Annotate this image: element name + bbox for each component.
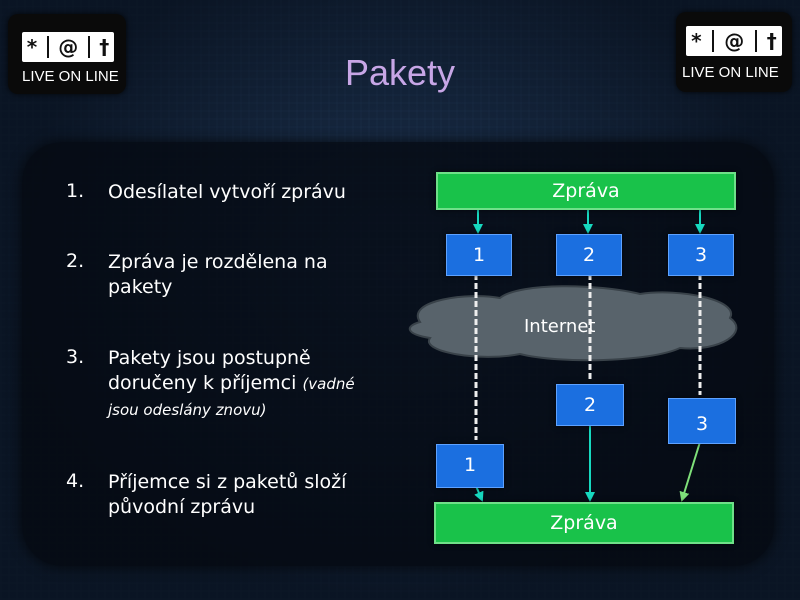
packet-bottom-3: 3 bbox=[668, 398, 736, 444]
arrow-bottom-3 bbox=[679, 441, 701, 502]
asterisk-icon: * bbox=[26, 35, 38, 59]
step-note: (vadné jsou odeslány znovu) bbox=[108, 375, 355, 419]
step-text: Zpráva je rozdělena na pakety bbox=[108, 251, 328, 298]
separator bbox=[46, 36, 49, 58]
logo-left-icons: * @ † bbox=[22, 32, 114, 62]
step-number: 3. bbox=[66, 346, 85, 368]
separator bbox=[754, 30, 757, 52]
packet-bottom-1: 1 bbox=[436, 444, 504, 488]
at-icon: @ bbox=[58, 35, 79, 59]
at-icon: @ bbox=[724, 29, 745, 53]
step-number: 1. bbox=[66, 180, 85, 202]
logo-right-text: LIVE ON LINE bbox=[682, 64, 779, 81]
internet-label: Internet bbox=[524, 316, 596, 337]
top-message-bar: Zpráva bbox=[436, 172, 736, 210]
packet-bottom-2: 2 bbox=[556, 384, 624, 426]
step-text-wrap: Pakety jsou postupně doručeny k příjemci… bbox=[108, 346, 378, 423]
logo-left-text: LIVE ON LINE bbox=[22, 68, 119, 85]
step-text: Pakety jsou postupně doručeny k příjemci bbox=[108, 347, 311, 394]
logo-left: * @ † LIVE ON LINE bbox=[8, 14, 126, 94]
cross-icon: † bbox=[99, 35, 110, 59]
step-number: 2. bbox=[66, 250, 85, 272]
internet-cloud bbox=[408, 285, 738, 362]
page-title: Pakety bbox=[345, 52, 456, 93]
separator bbox=[87, 36, 90, 58]
step-text: Odesílatel vytvoří zprávu bbox=[108, 181, 346, 203]
arrow-bottom-1 bbox=[474, 485, 484, 502]
step-number: 4. bbox=[66, 470, 85, 492]
logo-right: * @ † LIVE ON LINE bbox=[676, 12, 792, 92]
separator bbox=[711, 30, 714, 52]
step-text: Příjemce si z paketů složí původní zpráv… bbox=[108, 471, 347, 518]
cross-icon: † bbox=[766, 29, 777, 53]
bottom-message-bar: Zpráva bbox=[434, 502, 734, 544]
packet-top-1: 1 bbox=[446, 234, 512, 276]
packet-top-3: 3 bbox=[668, 234, 734, 276]
asterisk-icon: * bbox=[691, 29, 702, 53]
logo-right-icons: * @ † bbox=[686, 26, 782, 56]
packet-top-2: 2 bbox=[556, 234, 622, 276]
